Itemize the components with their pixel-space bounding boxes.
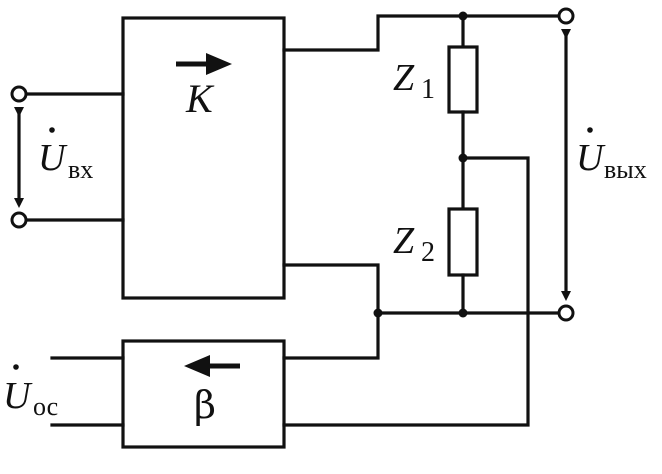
feedback-voltage-symbol: U xyxy=(3,375,33,417)
input-voltage-dot-mark xyxy=(49,127,55,133)
z2-label-sub: 2 xyxy=(421,237,435,268)
z1-label-name: Z xyxy=(393,57,415,99)
feedback-direction-arrow-icon xyxy=(184,355,210,377)
amplifier-block xyxy=(121,16,286,300)
output-terminal-bottom xyxy=(557,304,575,322)
input-voltage-sub: вх xyxy=(68,155,93,184)
input-terminal-top xyxy=(10,85,28,103)
input-voltage-symbol: U xyxy=(38,137,68,179)
input-terminal-bottom xyxy=(10,211,28,229)
junction-dot-bottom xyxy=(458,308,468,318)
output-voltage-sub: вых xyxy=(604,155,647,184)
output-voltage-symbol: U xyxy=(576,137,606,179)
output-bottom-rail xyxy=(282,263,567,315)
output-terminal-top xyxy=(557,7,575,25)
feedback-voltage-sub: ос xyxy=(33,392,58,421)
feedback-voltage-dot-mark xyxy=(13,364,19,370)
amplifier-direction-arrow-icon xyxy=(206,53,232,75)
junction-dot-left-bottom xyxy=(373,308,383,318)
resistor-z1 xyxy=(447,45,479,114)
amplifier-label: K xyxy=(185,76,215,121)
z2-label-name: Z xyxy=(393,220,415,262)
junction-dot-mid xyxy=(458,153,468,163)
junction-dot-top xyxy=(458,11,468,21)
feedback-input-wire xyxy=(282,311,380,360)
feedback-label: β xyxy=(194,383,216,427)
resistor-z2 xyxy=(447,207,479,277)
output-top-rail xyxy=(282,14,567,52)
z1-label-sub: 1 xyxy=(421,74,435,105)
midpoint-tap-wire xyxy=(282,156,530,427)
output-voltage-dot-mark xyxy=(587,127,593,133)
